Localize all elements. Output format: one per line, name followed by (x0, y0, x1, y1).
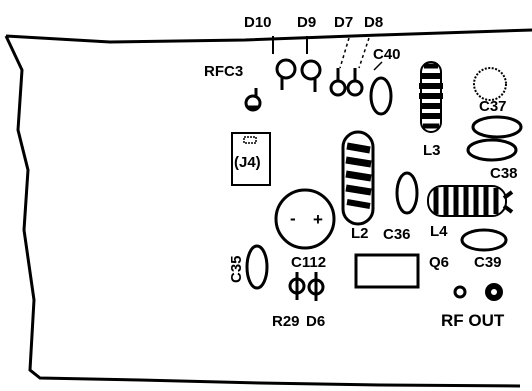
label-minus: - (290, 209, 296, 228)
diode-d8 (346, 37, 370, 97)
label-d7: D7 (334, 14, 353, 31)
label-rfc3: RFC3 (204, 63, 243, 80)
label-c36: C36 (383, 226, 411, 243)
capacitor-c37 (471, 115, 523, 139)
label-c40: C40 (373, 46, 401, 63)
capacitor-c37-pad (473, 67, 507, 101)
label-l4: L4 (430, 223, 448, 240)
label-j4: (J4) (234, 154, 261, 171)
label-d6: D6 (306, 313, 325, 330)
rf-out-connector (485, 283, 503, 301)
label-l2: L2 (351, 225, 369, 242)
label-c35: C35 (228, 255, 245, 283)
inductor-l2 (341, 130, 375, 226)
transistor-q6 (354, 253, 420, 289)
label-rf-out: RF OUT (441, 311, 505, 330)
capacitor-c39 (460, 228, 508, 252)
jumper-j4 (231, 132, 271, 186)
label-r29: R29 (272, 313, 300, 330)
diode-d10 (272, 36, 297, 90)
rf-out-pad-small (453, 285, 467, 299)
label-d9: D9 (297, 14, 316, 31)
electrolytic-capacitor (274, 188, 336, 250)
rfc3-component (244, 88, 262, 112)
label-c112: C112 (291, 254, 326, 271)
capacitor-c36 (395, 171, 419, 215)
label-plus: + (313, 210, 323, 229)
capacitor-c38 (466, 138, 518, 162)
capacitor-c35 (245, 244, 269, 290)
label-c37: C37 (479, 98, 507, 115)
capacitor-c40 (369, 61, 393, 116)
label-q6: Q6 (429, 254, 449, 271)
label-l3: L3 (423, 142, 441, 159)
diode-d6 (307, 272, 325, 301)
label-c38: C38 (490, 165, 518, 182)
board-outline (4, 28, 532, 388)
diode-d9 (300, 36, 322, 92)
inductor-l4 (427, 185, 514, 217)
label-c39: C39 (474, 254, 502, 271)
inductor-l3 (419, 61, 443, 133)
label-d8: D8 (364, 14, 383, 31)
label-d10: D10 (244, 14, 272, 31)
diode-d7 (329, 37, 350, 97)
resistor-r29 (288, 272, 306, 300)
